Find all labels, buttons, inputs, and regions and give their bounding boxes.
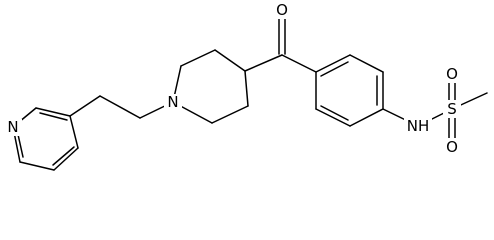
- chemical-structure-diagram: N N O NH S O O: [4, 1, 488, 171]
- atom-labels: N N O NH S O O: [4, 1, 461, 156]
- bond: [349, 54, 384, 73]
- atom-label: N: [7, 118, 18, 136]
- bond: [349, 108, 384, 127]
- atom-label: N: [167, 93, 178, 111]
- bond: [69, 95, 101, 117]
- atom-label: S: [447, 100, 457, 118]
- bond: [244, 70, 249, 107]
- atom-label: O: [276, 1, 288, 19]
- piperidine-nitrogen-atom: N: [164, 93, 182, 111]
- bond: [19, 161, 55, 171]
- bond: [180, 49, 216, 67]
- sulfonyl-oxygen-bottom-atom: O: [443, 138, 461, 156]
- bond: [214, 49, 246, 72]
- bond: [52, 146, 75, 166]
- sulfur-atom: S: [443, 100, 461, 118]
- sulfonyl-oxygen-top-atom: O: [443, 65, 461, 83]
- bond-lines: [12, 17, 488, 171]
- bond: [315, 108, 351, 127]
- bond: [69, 115, 79, 149]
- atom-label: O: [446, 138, 458, 156]
- bond: [315, 54, 351, 73]
- bond: [320, 105, 349, 121]
- bond: [99, 95, 141, 119]
- bond: [211, 105, 249, 124]
- bond: [53, 147, 79, 171]
- bond: [244, 54, 283, 72]
- pyridine-nitrogen-atom: N: [4, 118, 22, 136]
- bond: [281, 54, 317, 73]
- carbonyl-oxygen-atom: O: [273, 1, 291, 19]
- atom-label: NH: [407, 117, 430, 135]
- bond: [39, 112, 68, 121]
- atom-label: O: [446, 65, 458, 83]
- bond: [35, 107, 71, 117]
- sulfonamide-nh-group: NH: [404, 117, 432, 135]
- bond: [320, 61, 349, 77]
